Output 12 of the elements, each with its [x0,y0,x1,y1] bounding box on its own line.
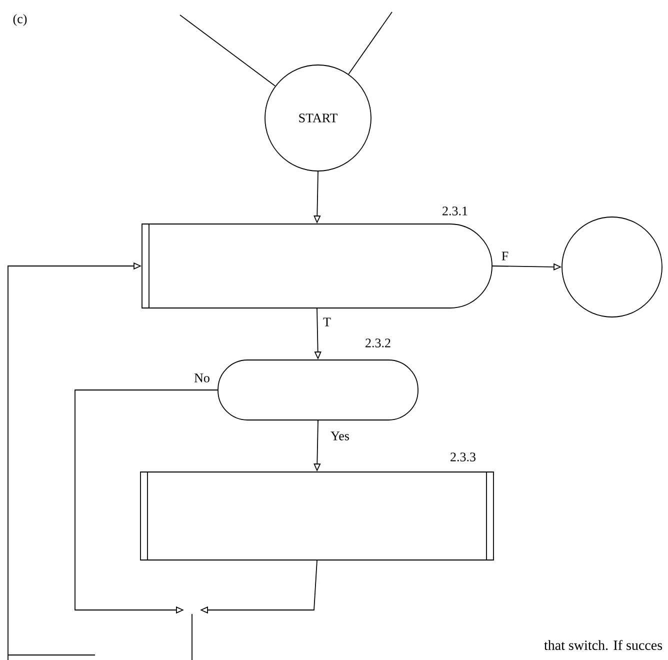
edge-label: No [193,372,211,384]
edge-label: Yes [330,430,350,442]
edge-label: T [322,316,332,328]
process-box [140,472,494,560]
step-number: 2.3.1 [442,206,468,216]
process-box [142,224,492,308]
step-number: 2.3.3 [450,452,476,462]
connector-circle [562,216,662,318]
panel-letter: (c) [13,14,27,26]
body-text: that switch. If succes [544,640,662,650]
step-number: 2.3.2 [366,338,390,348]
edge-label: F [500,250,510,262]
